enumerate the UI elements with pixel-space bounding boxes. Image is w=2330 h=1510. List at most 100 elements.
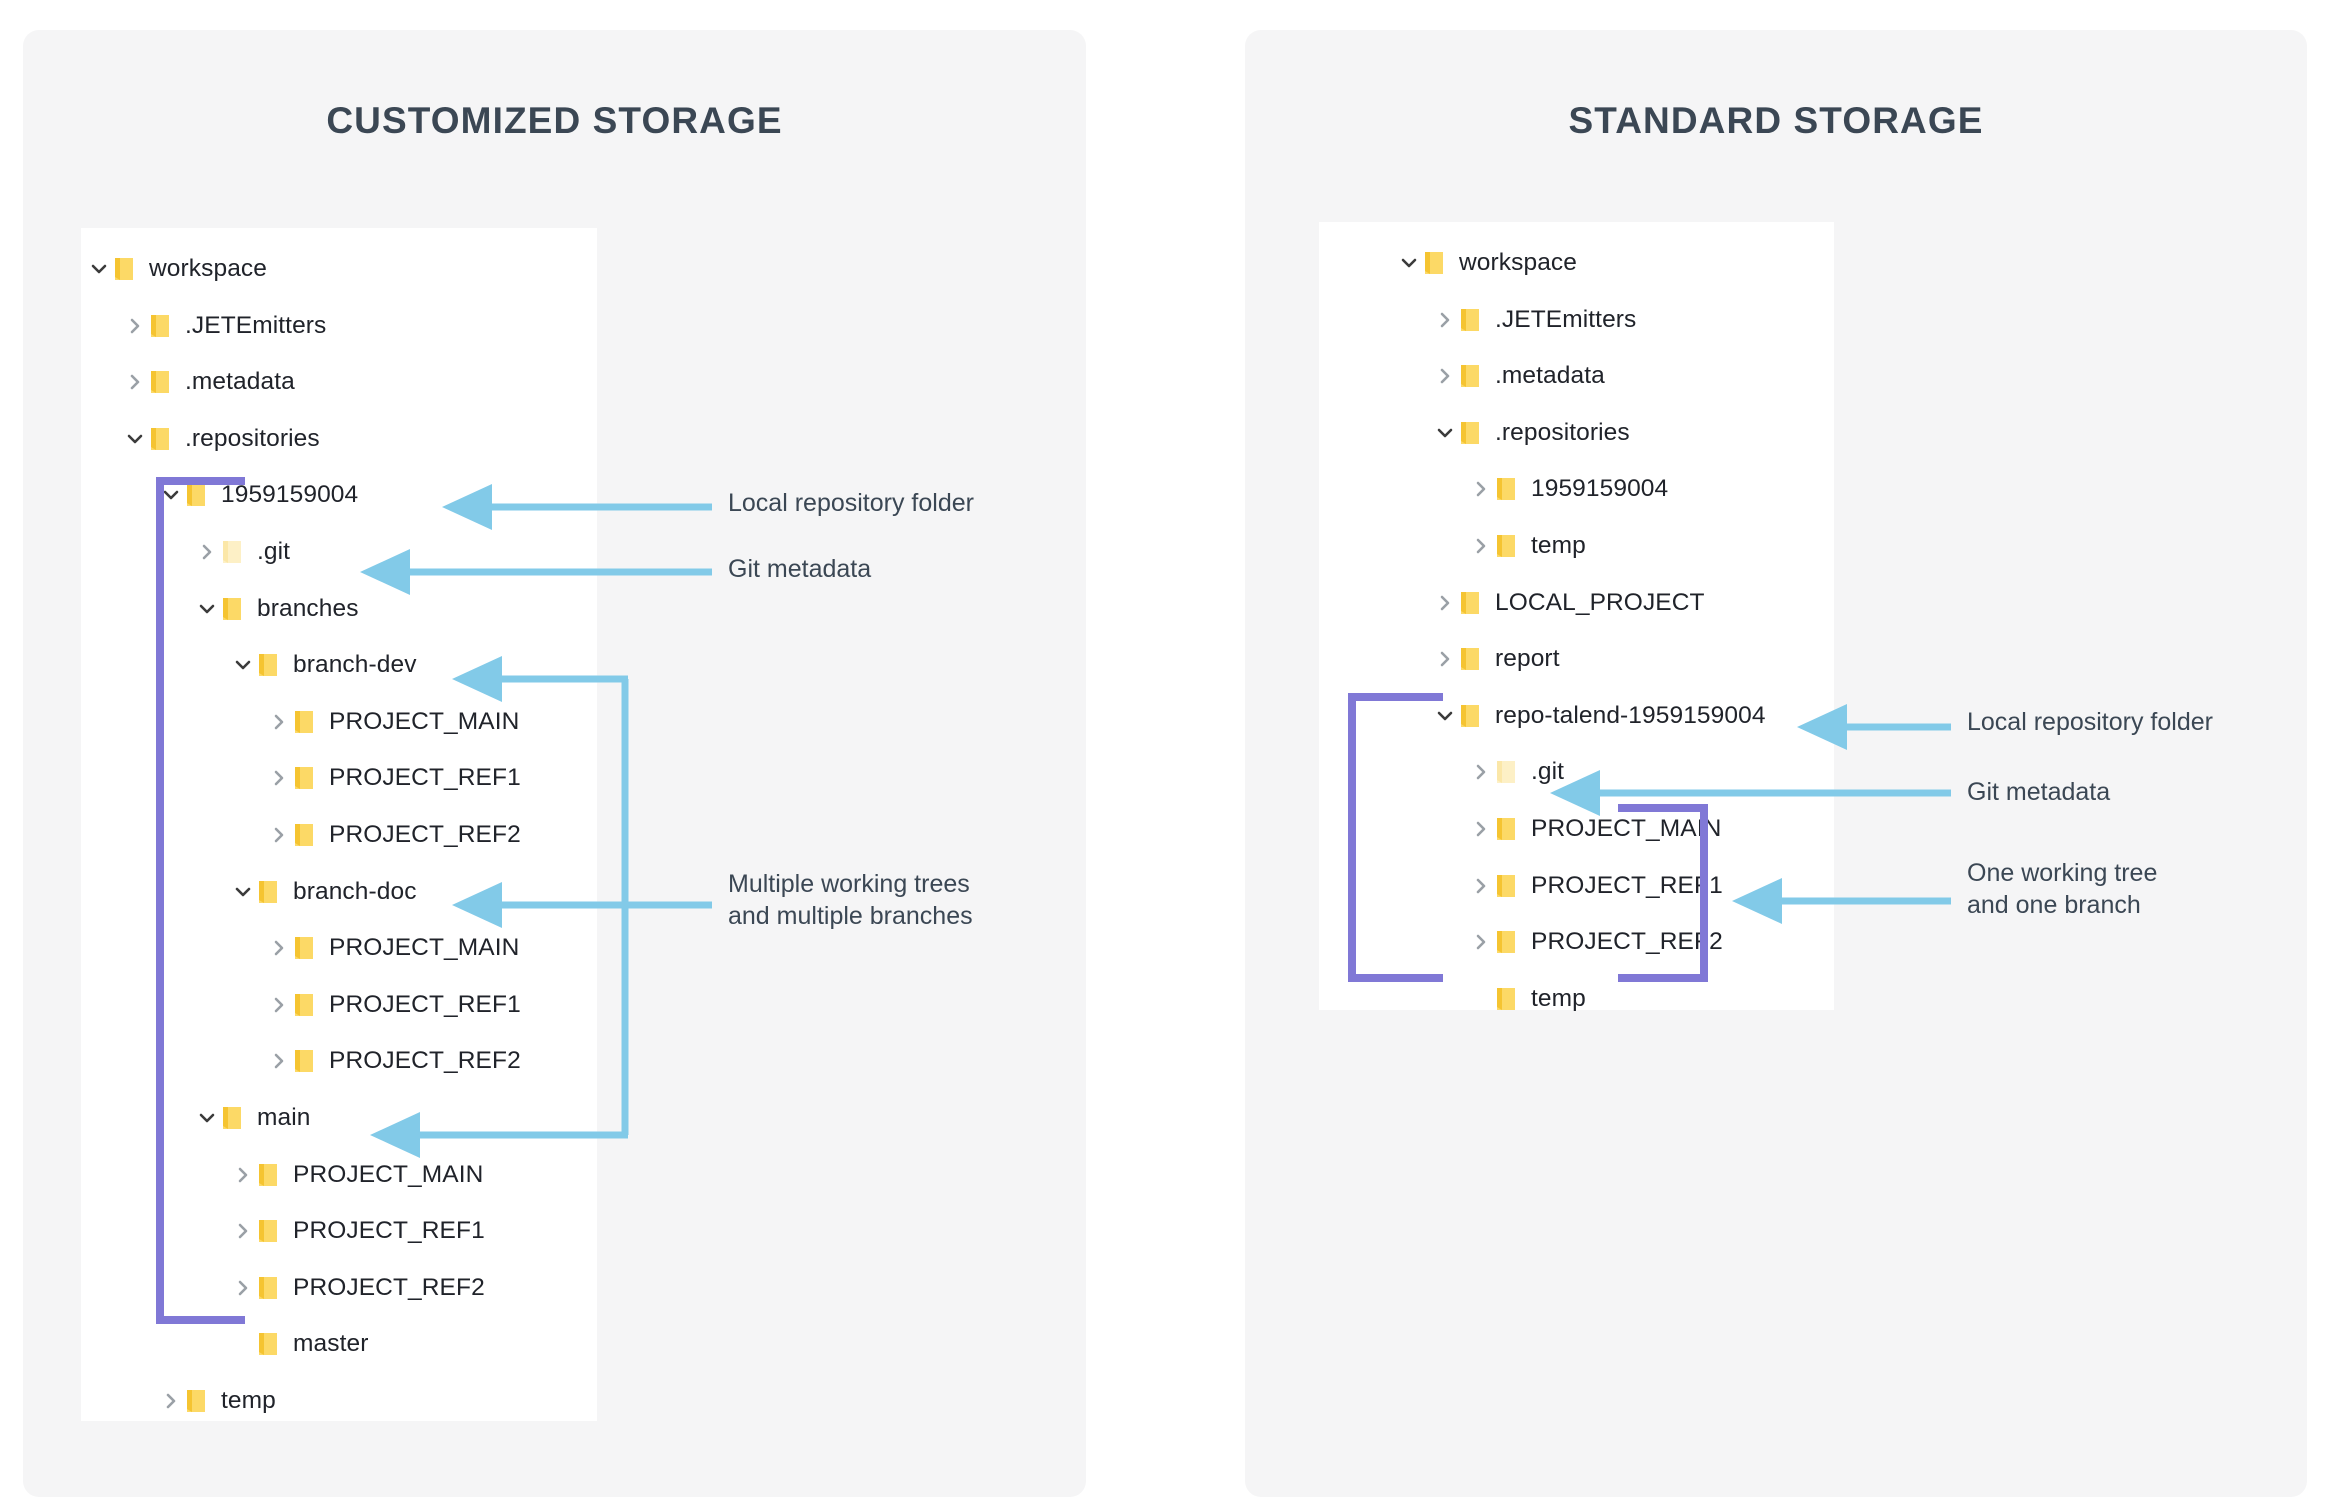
tree-node-label: branches <box>257 594 359 622</box>
tree-node[interactable]: PROJECT_MAIN <box>1469 810 1721 848</box>
chevron-right-icon[interactable] <box>1433 640 1457 678</box>
folder-icon <box>219 590 245 628</box>
chevron-right-icon[interactable] <box>195 533 219 571</box>
chevron-right-icon[interactable] <box>231 1156 255 1194</box>
tree-node-label: .metadata <box>185 368 295 396</box>
folder-icon <box>1457 414 1483 452</box>
tree-node[interactable]: .git <box>195 533 290 571</box>
annotation-git-metadata-left: Git metadata <box>728 555 872 583</box>
chevron-right-icon[interactable] <box>1469 527 1493 565</box>
tree-node-label: .git <box>1531 758 1565 786</box>
folder-icon <box>147 420 173 458</box>
chevron-down-icon[interactable] <box>195 590 219 628</box>
chevron-right-icon[interactable] <box>267 986 291 1024</box>
tree-node[interactable]: PROJECT_REF2 <box>1469 923 1723 961</box>
tree-node[interactable]: PROJECT_MAIN <box>267 703 519 741</box>
chevron-right-icon[interactable] <box>123 307 147 345</box>
tree-node[interactable]: LOCAL_PROJECT <box>1433 584 1705 622</box>
tree-node[interactable]: workspace <box>87 250 267 288</box>
tree-node[interactable]: main <box>195 1099 311 1137</box>
chevron-down-icon[interactable] <box>87 250 111 288</box>
tree-node[interactable]: .metadata <box>123 363 295 401</box>
folder-icon <box>1493 810 1519 848</box>
tree-node[interactable]: PROJECT_REF1 <box>1469 867 1723 905</box>
tree-node[interactable]: .git <box>1469 753 1564 791</box>
tree-node[interactable]: workspace <box>1397 244 1577 282</box>
tree-node[interactable]: PROJECT_REF1 <box>267 986 521 1024</box>
tree-node[interactable]: .repositories <box>1433 414 1630 452</box>
folder-icon <box>255 1156 281 1194</box>
tree-node[interactable]: branches <box>195 590 359 628</box>
tree-node-label: .JETEmitters <box>185 311 327 339</box>
chevron-right-icon[interactable] <box>1469 867 1493 905</box>
tree-node-label: workspace <box>149 255 268 282</box>
chevron-right-icon[interactable] <box>123 363 147 401</box>
tree-node[interactable]: repo-talend-1959159004 <box>1433 697 1766 735</box>
chevron-down-icon[interactable] <box>159 476 183 514</box>
chevron-none-icon <box>231 1325 255 1363</box>
chevron-right-icon[interactable] <box>267 759 291 797</box>
tree-node[interactable]: PROJECT_MAIN <box>231 1156 483 1194</box>
annotation-local-repository-folder-left: Local repository folder <box>728 489 974 517</box>
tree-node[interactable]: .repositories <box>123 420 320 458</box>
folder-icon <box>1493 980 1519 1018</box>
folder-icon <box>1493 527 1519 565</box>
tree-node[interactable]: .JETEmitters <box>123 307 326 345</box>
chevron-right-icon[interactable] <box>267 1042 291 1080</box>
file-tree-standard: workspace .JETEmitters .metadata .repositor… <box>1319 222 1834 1012</box>
tree-node[interactable]: .JETEmitters <box>1433 301 1636 339</box>
chevron-right-icon[interactable] <box>267 703 291 741</box>
tree-node[interactable]: report <box>1433 640 1560 678</box>
chevron-right-icon[interactable] <box>1433 301 1457 339</box>
tree-node[interactable]: branch-dev <box>231 646 417 684</box>
folder-icon <box>111 250 137 288</box>
chevron-down-icon[interactable] <box>1433 697 1457 735</box>
chevron-right-icon[interactable] <box>1433 584 1457 622</box>
annotation-local-repository-folder-right: Local repository folder <box>1967 708 2213 736</box>
tree-node[interactable]: PROJECT_REF2 <box>267 1042 521 1080</box>
tree-node[interactable]: branch-doc <box>231 873 417 911</box>
tree-node-label: report <box>1495 645 1560 673</box>
chevron-right-icon[interactable] <box>1433 357 1457 395</box>
tree-node-label: master <box>293 1330 369 1358</box>
folder-icon <box>1421 244 1447 282</box>
chevron-right-icon[interactable] <box>231 1269 255 1307</box>
folder-icon <box>255 646 281 684</box>
chevron-right-icon[interactable] <box>267 929 291 967</box>
tree-node[interactable]: temp <box>159 1382 276 1420</box>
chevron-right-icon[interactable] <box>267 816 291 854</box>
tree-node[interactable]: PROJECT_MAIN <box>267 929 519 967</box>
folder-icon <box>147 363 173 401</box>
chevron-down-icon[interactable] <box>195 1099 219 1137</box>
chevron-down-icon[interactable] <box>231 873 255 911</box>
tree-node[interactable]: PROJECT_REF1 <box>231 1212 485 1250</box>
chevron-right-icon[interactable] <box>1469 810 1493 848</box>
folder-icon <box>255 1325 281 1363</box>
tree-node[interactable]: PROJECT_REF2 <box>231 1269 485 1307</box>
tree-node[interactable]: PROJECT_REF2 <box>267 816 521 854</box>
chevron-down-icon[interactable] <box>123 420 147 458</box>
chevron-down-icon[interactable] <box>1397 244 1421 282</box>
chevron-right-icon[interactable] <box>1469 923 1493 961</box>
folder-icon <box>255 873 281 911</box>
tree-node[interactable]: PROJECT_REF1 <box>267 759 521 797</box>
tree-node[interactable]: master <box>231 1325 368 1363</box>
annotation-multiple-working-trees-left: Multiple working trees and multiple bran… <box>728 870 973 930</box>
chevron-right-icon[interactable] <box>1469 470 1493 508</box>
tree-node-label: .JETEmitters <box>1495 305 1637 333</box>
tree-node[interactable]: 1959159004 <box>159 476 358 514</box>
tree-node-label: PROJECT_REF1 <box>1531 871 1723 899</box>
tree-node[interactable]: temp <box>1469 980 1586 1018</box>
folder-icon <box>291 816 317 854</box>
tree-node[interactable]: 1959159004 <box>1469 470 1668 508</box>
folder-icon <box>183 476 209 514</box>
chevron-down-icon[interactable] <box>231 646 255 684</box>
tree-node-label: .git <box>257 538 291 565</box>
chevron-down-icon[interactable] <box>1433 414 1457 452</box>
chevron-right-icon[interactable] <box>1469 753 1493 791</box>
tree-node[interactable]: temp <box>1469 527 1586 565</box>
tree-node[interactable]: .metadata <box>1433 357 1605 395</box>
chevron-right-icon[interactable] <box>159 1382 183 1420</box>
chevron-right-icon[interactable] <box>231 1212 255 1250</box>
folder-icon <box>1493 867 1519 905</box>
